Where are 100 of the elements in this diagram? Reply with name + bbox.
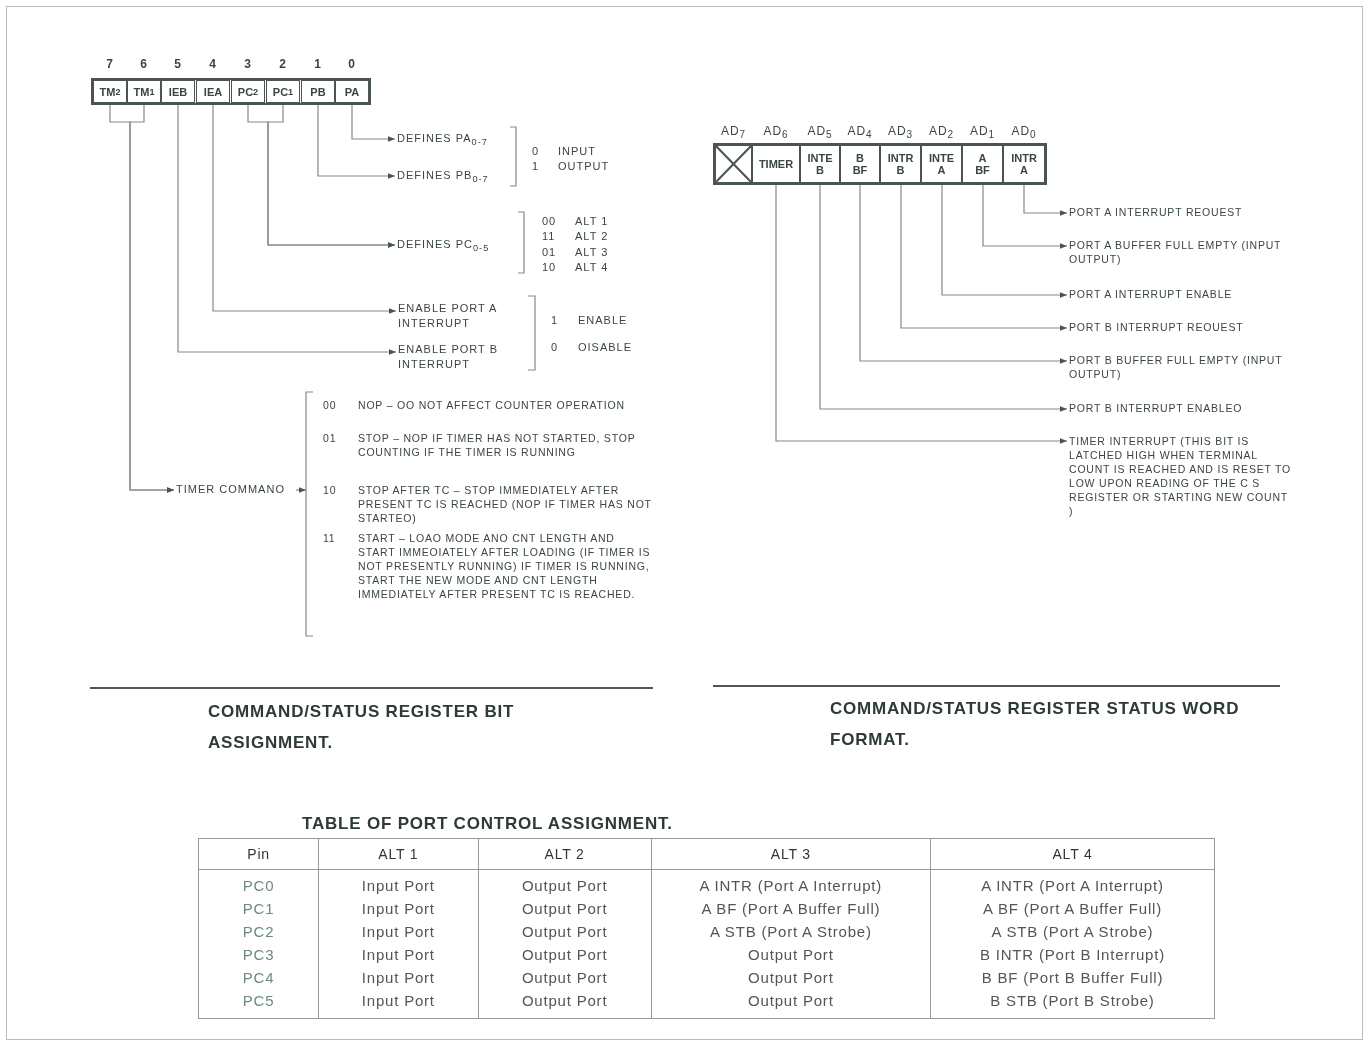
code-value: 00 xyxy=(323,398,338,412)
table-cell: Input Port xyxy=(318,920,478,943)
code-description: STOP – NOP IF TIMER HAS NOT STARTED, STOP COUNTING IF THE TIMER IS RUNNING xyxy=(358,431,637,459)
table-cell: B INTR (Port B Interrupt) xyxy=(930,943,1215,966)
table-cell: A STB (Port A Strobe) xyxy=(930,920,1215,943)
bit-number: 4 xyxy=(208,57,218,72)
bit-number: 0 xyxy=(347,57,357,72)
signal-name: AD$_{0}$ xyxy=(1010,124,1038,143)
code-value: 01 xyxy=(323,431,338,445)
signal-name: AD$_{2}$ xyxy=(927,124,956,143)
field-description: DEFINES PA$_{0-7}$ xyxy=(397,131,547,147)
leader-arrow xyxy=(317,102,396,179)
field-description: PORT B INTERRUPT REOUEST xyxy=(1069,320,1299,336)
table-title: TABLE OF PORT CONTROL ASSIGNMENT. xyxy=(302,813,674,835)
code-meaning: OUTPUT xyxy=(558,159,611,174)
table-cell: Input Port xyxy=(318,966,478,989)
field-description: PORT A INTERRUPT ENABLE xyxy=(1069,287,1299,303)
bit-field: TIMER xyxy=(752,145,800,183)
code-description: STOP AFTER TC – STOP IMMEDIATELY AFTER PRESENT TC IS REACHED (NOP IF TIMER HAS NOT STARTEO) xyxy=(358,483,653,525)
field-description: ENABLE PORT B INTERRUPT xyxy=(398,342,523,372)
code-value: 1 xyxy=(551,313,560,328)
field-description: TIMER COMMANO xyxy=(176,482,294,498)
table-cell: Input Port xyxy=(318,989,478,1019)
pin-name: PC3 xyxy=(198,943,319,966)
code-meaning: OISABLE xyxy=(578,340,634,355)
code-meaning: ALT 2 xyxy=(575,229,610,244)
field-description: TIMER INTERRUPT (THIS BIT IS LATCHED HIGH WHEN TERMINAL COUNT IS REACHED AND IS RESET TO LOW UPON READING OF THE C S REGISTER OR STARTING NEW COUNT ) xyxy=(1069,434,1294,546)
leader-arrow xyxy=(819,182,1068,412)
table-cell: Output Port xyxy=(478,869,652,897)
table-cell: A STB (Port A Strobe) xyxy=(651,920,931,943)
field-description: PORT A BUFFER FULL EMPTY (INPUT OUTPUT) xyxy=(1069,238,1299,268)
pin-name: PC1 xyxy=(198,897,319,920)
leader-arrow xyxy=(212,102,397,314)
field-description: DEFINES PC$_{0-5}$ xyxy=(397,237,517,253)
column-header: Pin xyxy=(198,838,319,870)
code-value: 01 xyxy=(542,245,558,260)
bit-number: 1 xyxy=(313,57,323,72)
signal-name: AD$_{4}$ xyxy=(846,124,874,143)
bit-field: PB xyxy=(301,80,335,103)
signal-name: AD$_{6}$ xyxy=(762,124,790,143)
leader-arrow xyxy=(1023,182,1068,216)
bit-field: B BF xyxy=(840,145,880,183)
code-value: 00 xyxy=(542,214,558,229)
field-description: PORT B INTERRUPT ENABLEO xyxy=(1069,401,1299,417)
bit-number: 2 xyxy=(278,57,288,72)
leader-arrow xyxy=(351,102,396,142)
code-value: 0 xyxy=(551,340,560,355)
field-description: PORT A INTERRUPT REOUEST xyxy=(1069,205,1299,221)
table-cell: A INTR (Port A Interrupt) xyxy=(651,869,931,897)
leader-arrow xyxy=(177,102,397,355)
bit-field: INTR B xyxy=(880,145,921,183)
field-description: ENABLE PORT A INTERRUPT xyxy=(398,301,523,331)
table-cell: Input Port xyxy=(318,869,478,897)
code-meaning: ENABLE xyxy=(578,313,629,328)
code-value: 11 xyxy=(323,531,337,545)
leader-arrow xyxy=(129,102,175,493)
code-value: 0 xyxy=(532,144,541,159)
field-description: PORT B BUFFER FULL EMPTY (INPUT OUTPUT) xyxy=(1069,353,1299,383)
code-meaning: ALT 3 xyxy=(575,245,610,260)
table-cell: Output Port xyxy=(478,989,652,1019)
code-value: 10 xyxy=(323,483,338,497)
bit-field: IEA xyxy=(196,80,230,103)
code-description: NOP – OO NOT AFFECT COUNTER OPERATION xyxy=(358,398,626,412)
pin-name: PC5 xyxy=(198,989,319,1019)
table-cell: B BF (Port B Buffer Full) xyxy=(930,966,1215,989)
caption: COMMAND/STATUS REGISTER BIT ASSIGNMENT. xyxy=(208,701,516,754)
bit-field: INTR A xyxy=(1003,145,1045,183)
bit-number: 6 xyxy=(139,57,149,72)
leader-arrow xyxy=(982,182,1068,249)
table-cell: Output Port xyxy=(478,966,652,989)
table-cell: B STB (Port B Strobe) xyxy=(930,989,1215,1019)
pin-name: PC4 xyxy=(198,966,319,989)
code-meaning: ALT 4 xyxy=(575,260,610,275)
column-header: ALT 2 xyxy=(478,838,652,870)
bit-number: 5 xyxy=(173,57,183,72)
bit-field: IEB xyxy=(161,80,195,103)
table-cell: Output Port xyxy=(651,943,931,966)
table-cell: A BF (Port A Buffer Full) xyxy=(930,897,1215,920)
table-cell: Output Port xyxy=(478,897,652,920)
code-value: 1 xyxy=(532,159,541,174)
code-meaning: INPUT xyxy=(558,144,597,159)
bit-field: INTE A xyxy=(921,145,962,183)
table-cell: Output Port xyxy=(478,920,652,943)
column-header: ALT 4 xyxy=(930,838,1215,870)
pin-name: PC2 xyxy=(198,920,319,943)
signal-name: AD$_{3}$ xyxy=(886,124,915,143)
leader-arrow xyxy=(941,182,1068,298)
code-value: 11 xyxy=(542,229,557,244)
leader-arrow xyxy=(775,182,1068,444)
signal-name: AD$_{5}$ xyxy=(806,124,834,143)
bit-number: 7 xyxy=(105,57,115,72)
table-cell: A INTR (Port A Interrupt) xyxy=(930,869,1215,897)
code-meaning: ALT 1 xyxy=(575,214,610,229)
bit-field: A BF xyxy=(962,145,1003,183)
column-header: ALT 3 xyxy=(651,838,931,870)
table-cell: Output Port xyxy=(651,989,931,1019)
bit-field: INTE B xyxy=(800,145,840,183)
code-description: START – LOAO MODE ANO CNT LENGTH AND START IMMEOIATELY AFTER LOADING (IF TIMER IS NOT PRESENTLY RUNNING) IF TIMER IS RUNNING, START THE NEW MODE AND CNT LENGTH IMMEDIATELY AFTER PRESENT TC IS REACHED. xyxy=(358,531,652,601)
table-cell: Output Port xyxy=(478,943,652,966)
pin-name: PC0 xyxy=(198,869,319,897)
